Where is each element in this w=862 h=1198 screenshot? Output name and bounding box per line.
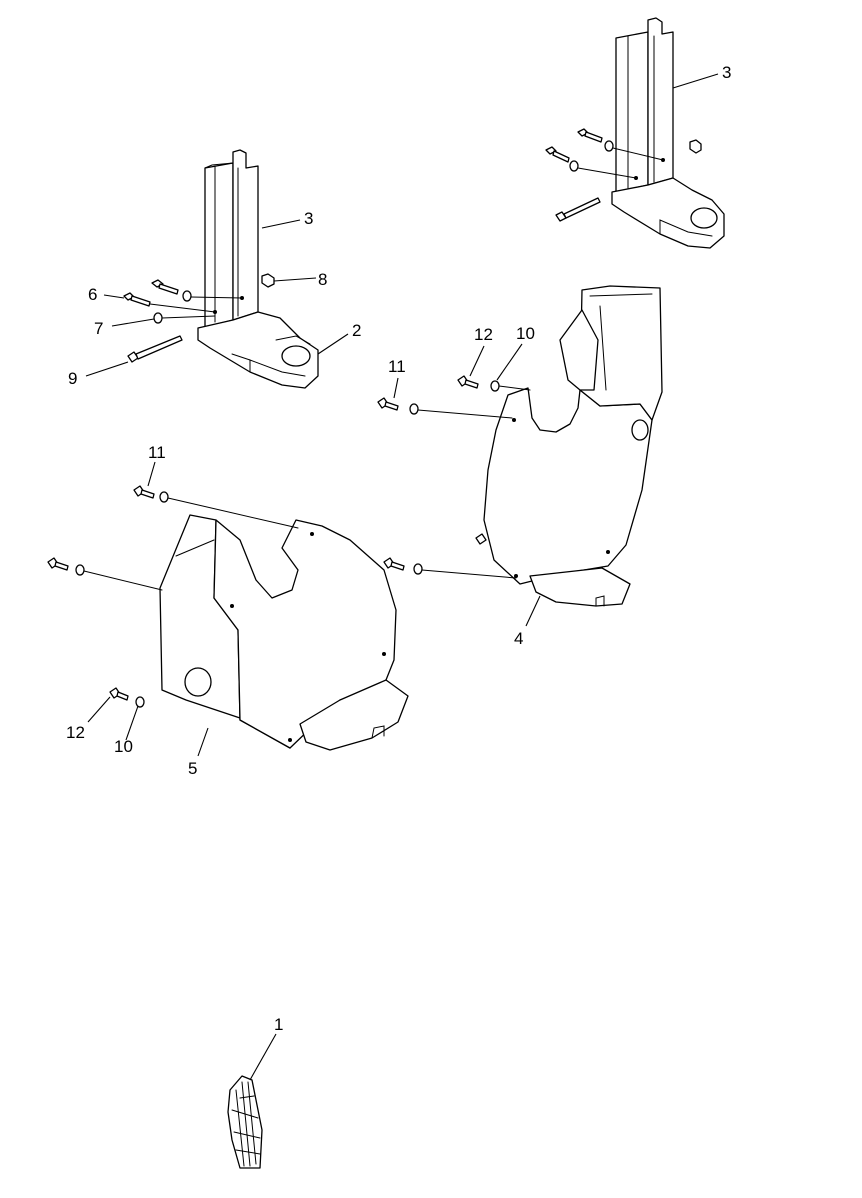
callout-9: 9 — [68, 369, 77, 388]
callout-3-left: 3 — [304, 209, 313, 228]
callout-12-left: 12 — [66, 723, 85, 742]
washer-7 — [153, 312, 216, 324]
callout-2: 2 — [352, 321, 361, 340]
callout-10-left: 10 — [114, 737, 133, 756]
callout-5: 5 — [188, 759, 197, 778]
right-stand-bracket — [611, 17, 725, 249]
callout-3-right: 3 — [722, 63, 731, 82]
callout-4: 4 — [514, 629, 523, 648]
left-guard-plate — [159, 514, 409, 751]
right-plate-fasteners — [377, 375, 531, 579]
long-bolt-9 — [127, 335, 183, 363]
nut-8 — [261, 273, 275, 288]
callout-11-left: 11 — [148, 443, 166, 462]
callout-8: 8 — [318, 270, 327, 289]
callout-12-right: 12 — [474, 325, 493, 344]
right-bracket-fasteners — [545, 128, 702, 222]
left-stand-bracket — [197, 149, 319, 389]
callout-1: 1 — [274, 1015, 283, 1034]
bolt-6 — [123, 292, 216, 313]
cable-bundle — [227, 1075, 263, 1169]
leader-lines — [85, 73, 719, 1081]
callout-10-right: 10 — [516, 324, 535, 343]
callout-6: 6 — [88, 285, 97, 304]
right-guard-plate — [483, 285, 663, 607]
callout-7: 7 — [94, 319, 103, 338]
bolt-upper-left — [151, 279, 243, 302]
callout-11-right: 11 — [388, 357, 406, 376]
left-plate-fasteners — [47, 485, 299, 708]
